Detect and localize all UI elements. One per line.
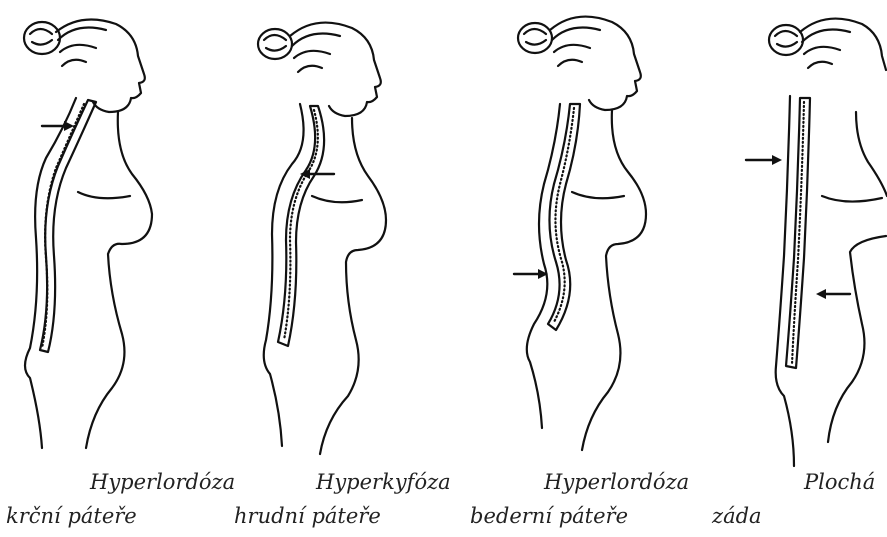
head-outline bbox=[800, 19, 886, 70]
head-outline bbox=[56, 20, 145, 113]
caption-fig4-line2: záda bbox=[712, 504, 762, 528]
caption-fig3-line1: Hyperlordóza bbox=[544, 470, 689, 494]
back-outline bbox=[264, 104, 304, 446]
breast-line bbox=[78, 192, 130, 198]
arrow-upper-back bbox=[746, 155, 782, 165]
spine bbox=[548, 104, 580, 330]
front-body-outline bbox=[582, 110, 646, 450]
arrow-lumbar bbox=[514, 269, 548, 279]
hair-bun bbox=[24, 22, 60, 54]
back-outline bbox=[527, 104, 560, 428]
caption-fig2-line2: hrudní páteře bbox=[234, 504, 381, 528]
hair-bun bbox=[518, 23, 552, 53]
spine bbox=[40, 100, 96, 352]
figure-neck-hyperlordosis bbox=[24, 20, 152, 449]
breast-line bbox=[572, 192, 624, 198]
arrow-neck bbox=[42, 121, 74, 131]
breast-line bbox=[312, 196, 362, 202]
caption-fig2-line1: Hyperkyfóza bbox=[316, 470, 451, 494]
figure-flat-back bbox=[746, 19, 887, 466]
hair-bun bbox=[258, 29, 292, 59]
front-body-outline bbox=[320, 118, 386, 454]
figure-thoracic-hyperkyphosis bbox=[258, 23, 386, 454]
caption-fig1-line1: Hyperlordóza bbox=[90, 470, 235, 494]
figure-lumbar-hyperlordosis bbox=[514, 17, 646, 450]
back-outline bbox=[776, 96, 794, 466]
back-outline bbox=[25, 98, 76, 448]
breast-line bbox=[822, 196, 882, 202]
caption-fig1-line2: krční páteře bbox=[6, 504, 137, 528]
front-body-outline bbox=[828, 112, 887, 442]
front-body-outline bbox=[86, 112, 152, 448]
caption-fig4-line1: Plochá bbox=[804, 470, 875, 494]
hair-bun bbox=[769, 25, 803, 55]
caption-fig3-line2: bederní páteře bbox=[470, 504, 628, 528]
arrow-lower-back bbox=[816, 289, 850, 299]
